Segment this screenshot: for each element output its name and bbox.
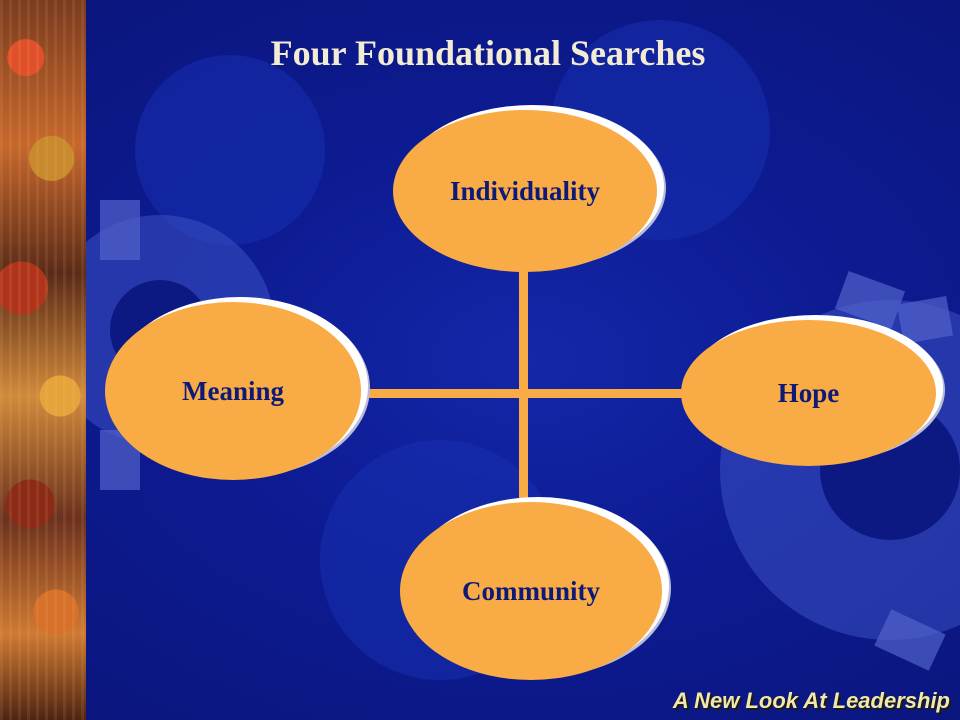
vertical-connector <box>519 265 528 505</box>
slide-title: Four Foundational Searches <box>270 33 706 73</box>
node-individuality: Individuality <box>393 110 657 272</box>
node-label: Individuality <box>449 175 601 206</box>
node-hope: Hope <box>681 320 936 466</box>
node-meaning: Meaning <box>105 302 361 480</box>
node-label: Hope <box>777 377 840 408</box>
horizontal-connector <box>360 389 685 398</box>
footer-text: A New Look At Leadership <box>672 688 950 713</box>
node-label: Meaning <box>181 375 284 406</box>
node-community: Community <box>400 502 662 680</box>
decorative-gear-strip <box>0 0 86 720</box>
node-label: Community <box>461 575 600 606</box>
